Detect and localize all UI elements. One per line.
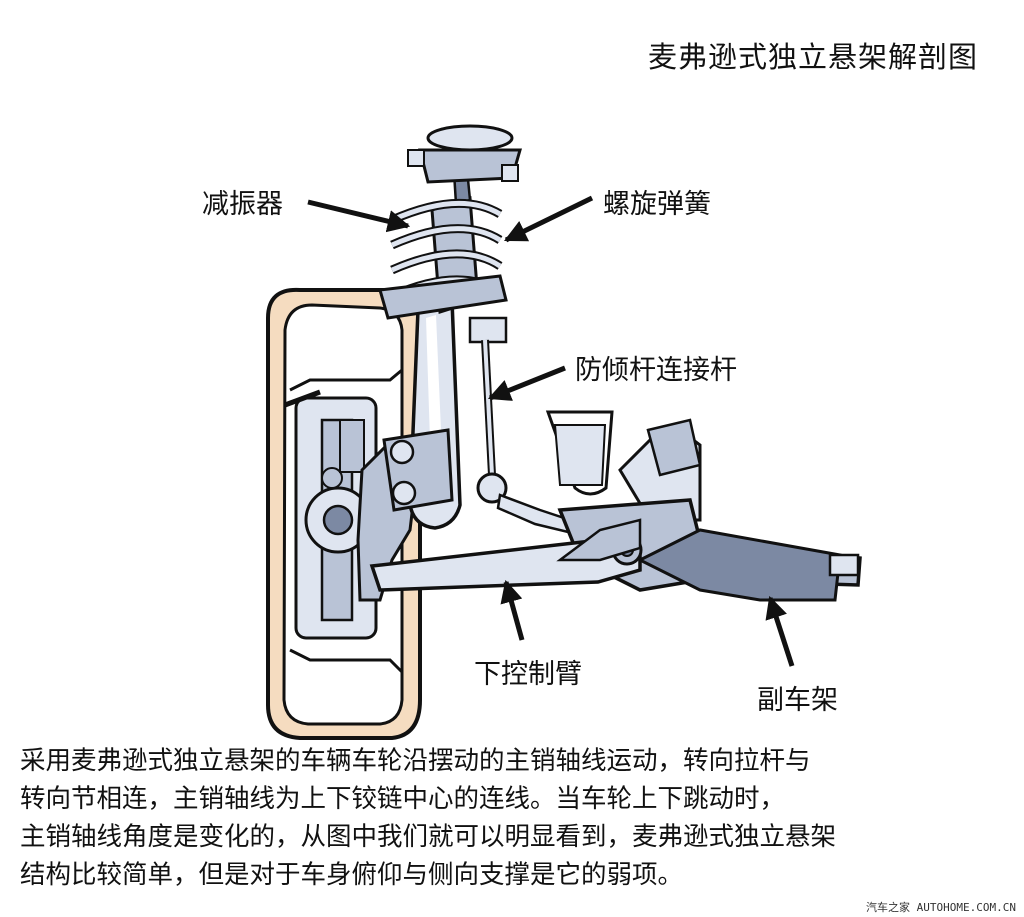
arrow-stabilizer-link [487, 365, 566, 401]
arrow-lower-control-arm [500, 579, 525, 641]
description-line: 转向节相连，主销轴线为上下铰链中心的连线。当车轮上下跳动时， [20, 784, 786, 814]
description-line: 结构比较简单，但是对于车身俯仰与侧向支撑是它的弱项。 [20, 860, 684, 890]
stabilizer-link [468, 316, 572, 534]
lower-control-arm [369, 518, 643, 592]
label-shock-absorber: 减振器 [202, 189, 283, 220]
lower-spring-seat [378, 274, 508, 320]
arrow-subframe [765, 595, 795, 667]
callout-arrows [307, 195, 795, 667]
top-mount [407, 124, 522, 184]
description-line: 主销轴线角度是变化的，从图中我们就可以明显看到，麦弗逊式独立悬架 [20, 822, 837, 852]
arrow-coil-spring [503, 195, 594, 243]
label-subframe: 副车架 [757, 685, 838, 716]
label-coil-spring: 螺旋弹簧 [603, 189, 711, 220]
label-lower-control-arm: 下控制臂 [474, 659, 582, 690]
arrow-shock-absorber [307, 199, 411, 233]
diagram-title: 麦弗逊式独立悬架解剖图 [648, 40, 979, 74]
description-text: 采用麦弗逊式独立悬架的车辆车轮沿摆动的主销轴线运动，转向拉杆与 转向节相连，主销… [20, 742, 1020, 894]
suspension-illustration [266, 124, 862, 740]
label-stabilizer-link: 防倾杆连接杆 [575, 355, 737, 386]
description-line: 采用麦弗逊式独立悬架的车辆车轮沿摆动的主销轴线运动，转向拉杆与 [20, 746, 811, 776]
watermark: 汽车之家 AUTOHOME.COM.CN [866, 901, 1016, 914]
